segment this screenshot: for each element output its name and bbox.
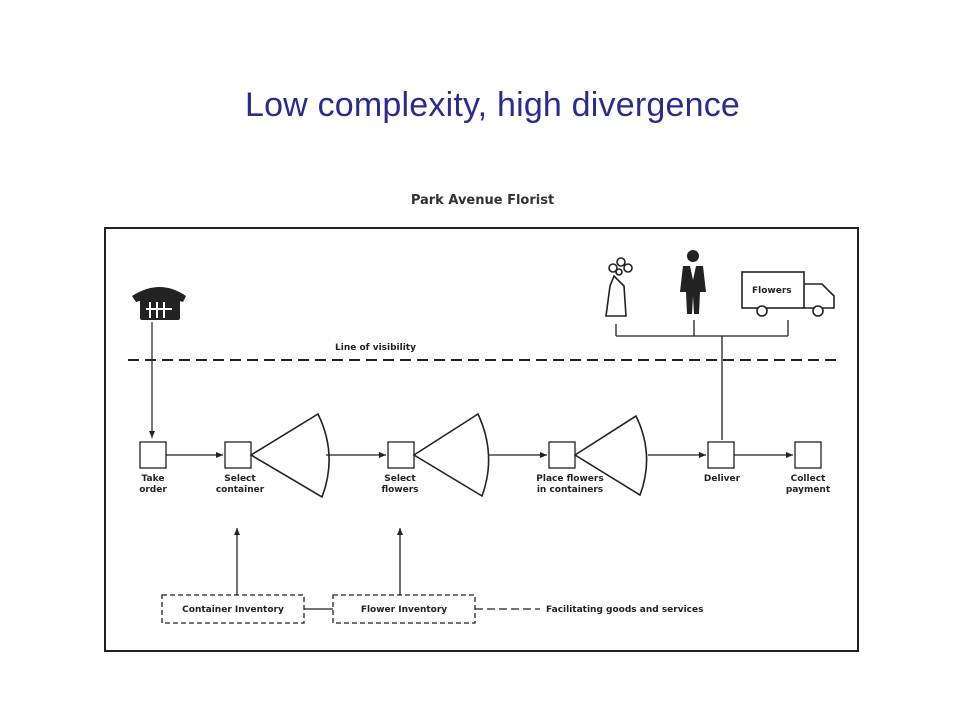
step-label-line1: Take	[142, 474, 165, 484]
step-box-place-flowers	[548, 441, 576, 469]
truck-label: Flowers	[752, 286, 792, 296]
step-label-line2: order	[139, 485, 167, 495]
groom-icon	[680, 250, 706, 314]
step-box-select-flowers	[387, 441, 415, 469]
step-box-select-container	[224, 441, 252, 469]
facilitating-label: Facilitating goods and services	[546, 605, 703, 615]
step-label-line2: container	[216, 485, 265, 495]
step-label-line1: Collect	[791, 474, 826, 484]
step-box-take-order	[139, 441, 167, 469]
step-label-line1: Select	[224, 474, 256, 484]
bride-icon	[605, 257, 633, 317]
container-inventory-label: Container Inventory	[182, 605, 284, 615]
divergence-fan-icon	[249, 412, 648, 499]
step-label-line1: Deliver	[704, 474, 741, 484]
step-label-line2: payment	[786, 485, 831, 495]
line-of-visibility-label: Line of visibility	[335, 343, 416, 353]
customer-bracket	[615, 320, 789, 440]
step-box-collect-payment	[794, 441, 822, 469]
delivery-truck-icon	[741, 271, 835, 317]
step-label-line1: Select	[384, 474, 416, 484]
step-label-line2: in containers	[537, 485, 603, 495]
step-box-deliver	[707, 441, 735, 469]
diagram-frame	[104, 227, 859, 652]
slide-title: Low complexity, high divergence	[244, 86, 741, 124]
telephone-icon	[132, 287, 186, 320]
flower-inventory-label: Flower Inventory	[361, 605, 447, 615]
step-label-line1: Place flowers	[536, 474, 603, 484]
step-label-line2: flowers	[381, 485, 418, 495]
figure-title: Park Avenue Florist	[410, 193, 555, 208]
